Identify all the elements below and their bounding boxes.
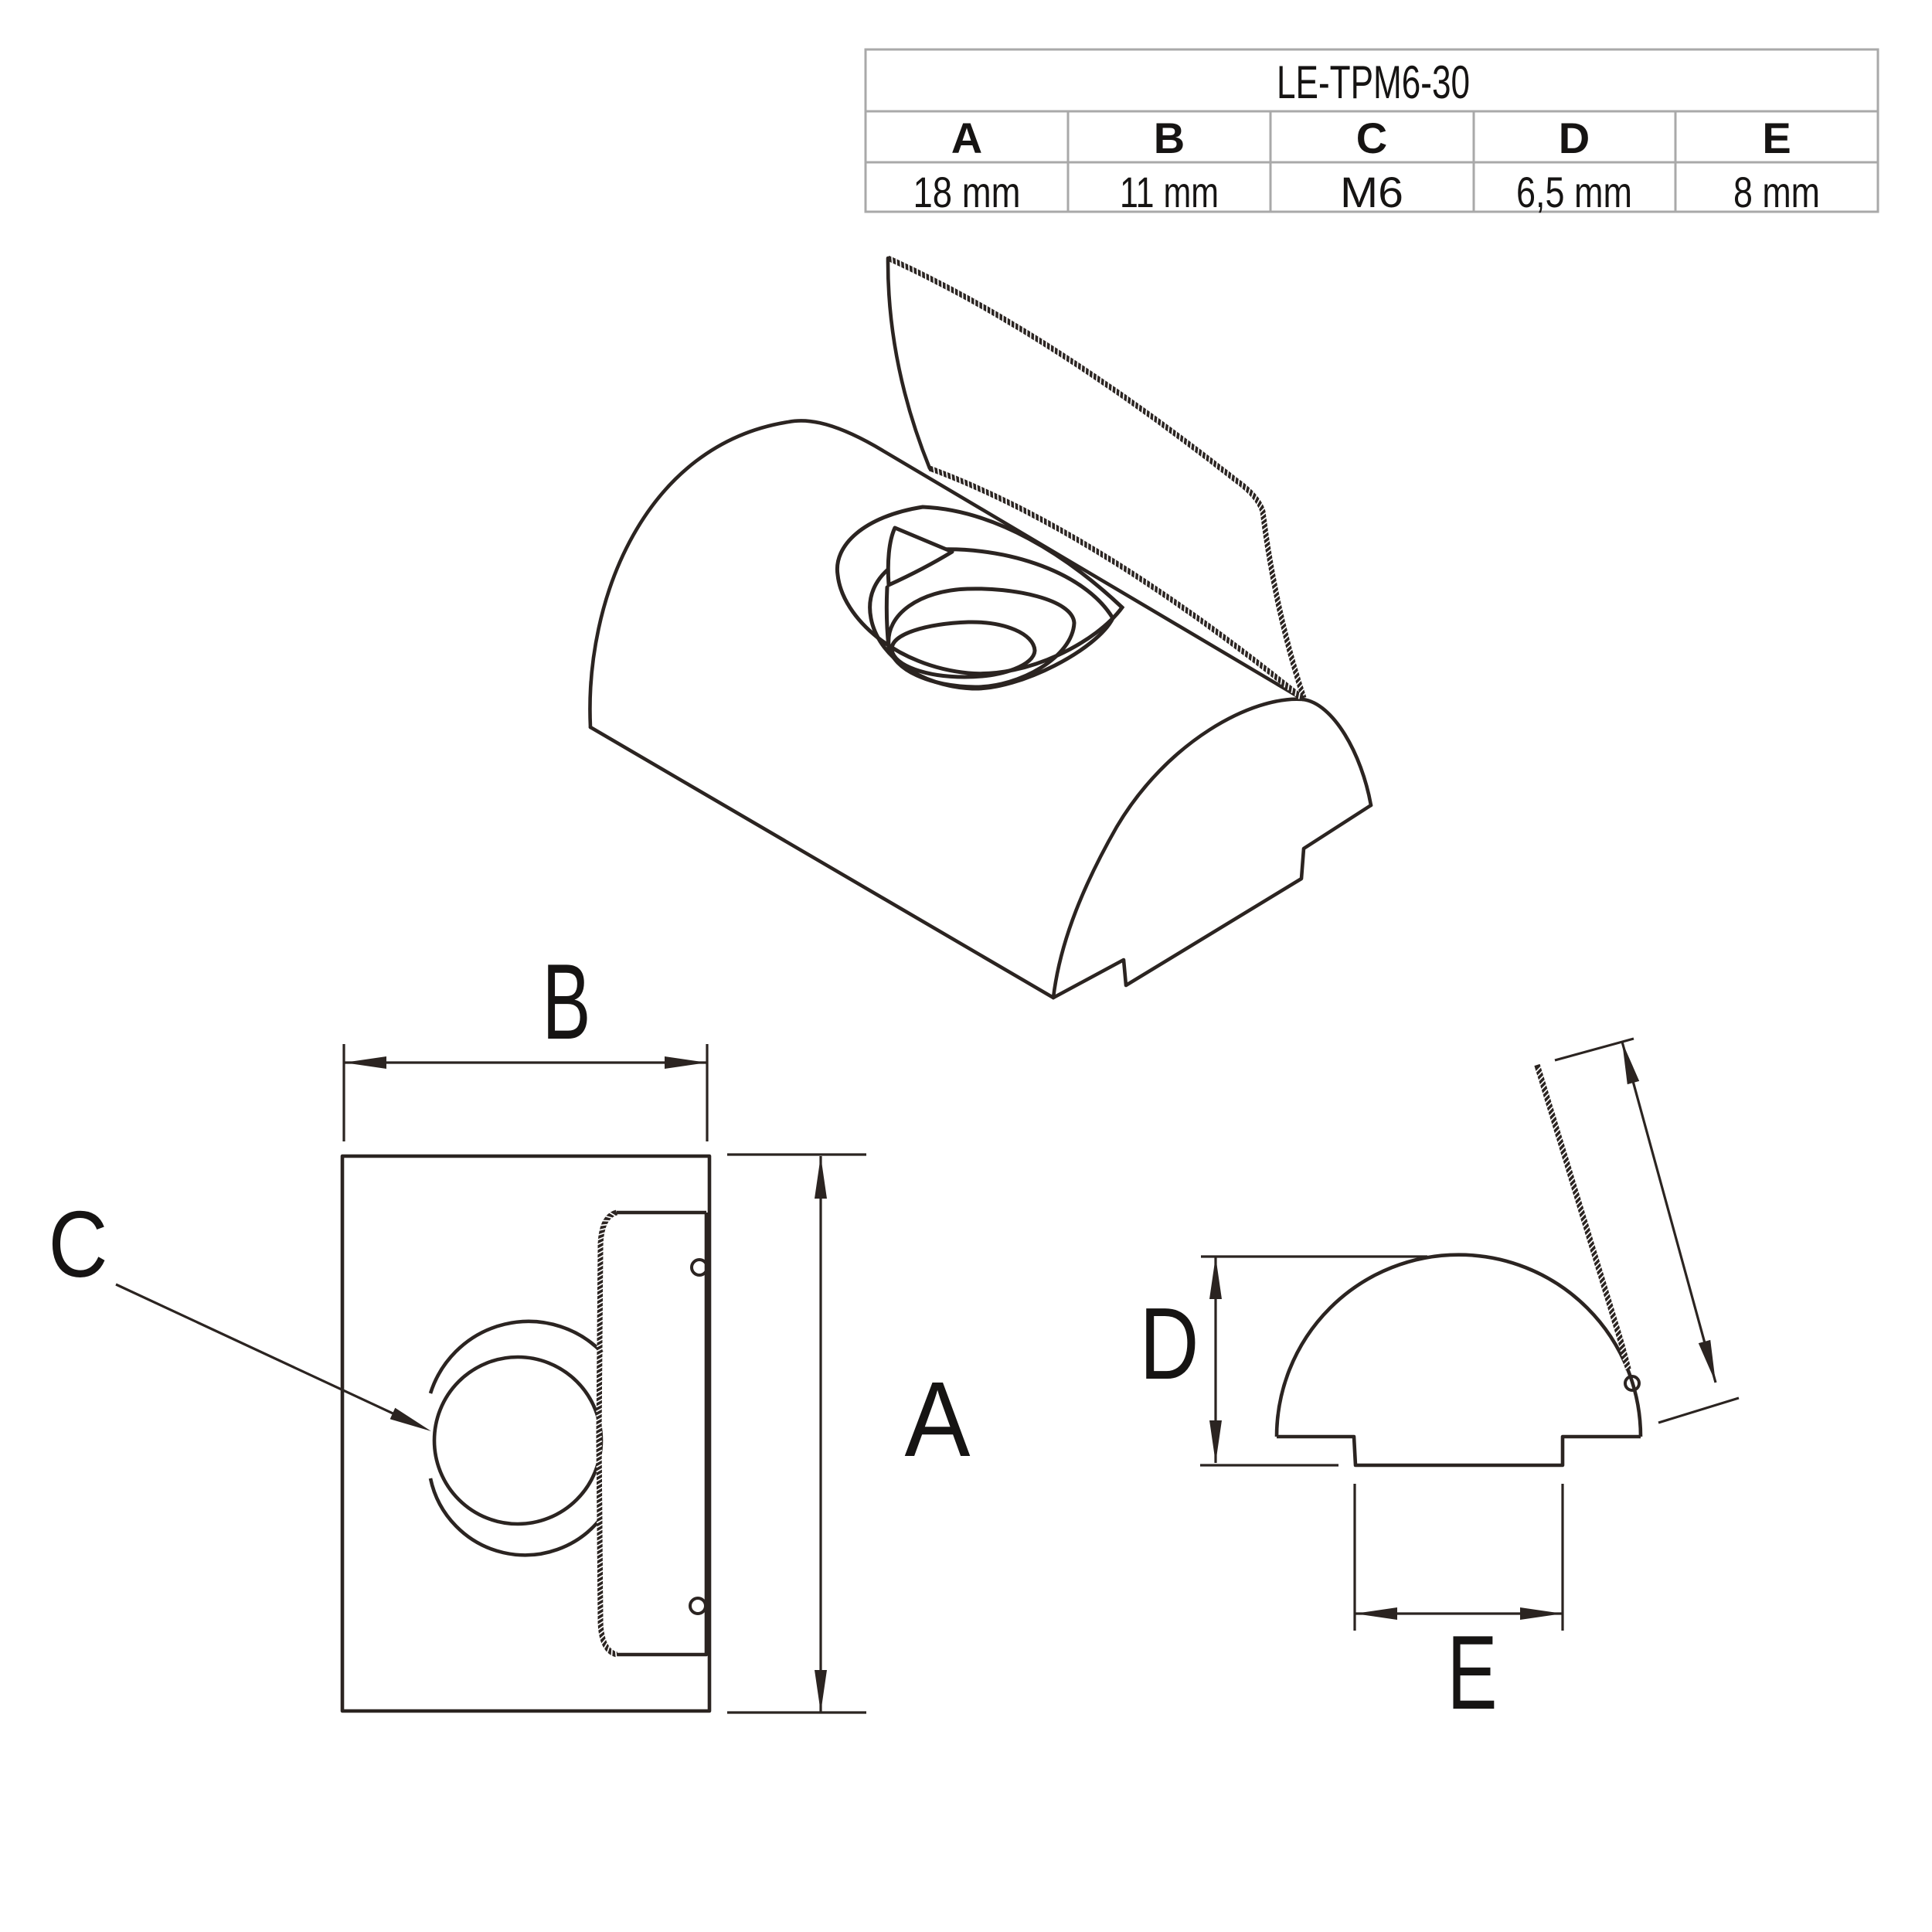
- svg-text:LE-TPM6-30: LE-TPM6-30: [1277, 56, 1470, 108]
- svg-text:8 mm: 8 mm: [1733, 168, 1820, 216]
- svg-text:11 mm: 11 mm: [1120, 168, 1219, 216]
- svg-text:6,5 mm: 6,5 mm: [1516, 168, 1632, 216]
- svg-text:18 mm: 18 mm: [913, 168, 1021, 216]
- svg-text:E: E: [1762, 114, 1791, 162]
- svg-text:E: E: [1447, 1614, 1498, 1731]
- svg-text:A: A: [951, 114, 982, 162]
- svg-text:A: A: [905, 1360, 971, 1479]
- svg-text:B: B: [1154, 114, 1185, 162]
- svg-text:C: C: [49, 1192, 108, 1297]
- svg-text:C: C: [1356, 114, 1387, 162]
- svg-text:D: D: [1559, 114, 1590, 162]
- svg-text:M6: M6: [1340, 168, 1403, 216]
- svg-text:B: B: [543, 942, 591, 1062]
- svg-text:D: D: [1140, 1287, 1199, 1400]
